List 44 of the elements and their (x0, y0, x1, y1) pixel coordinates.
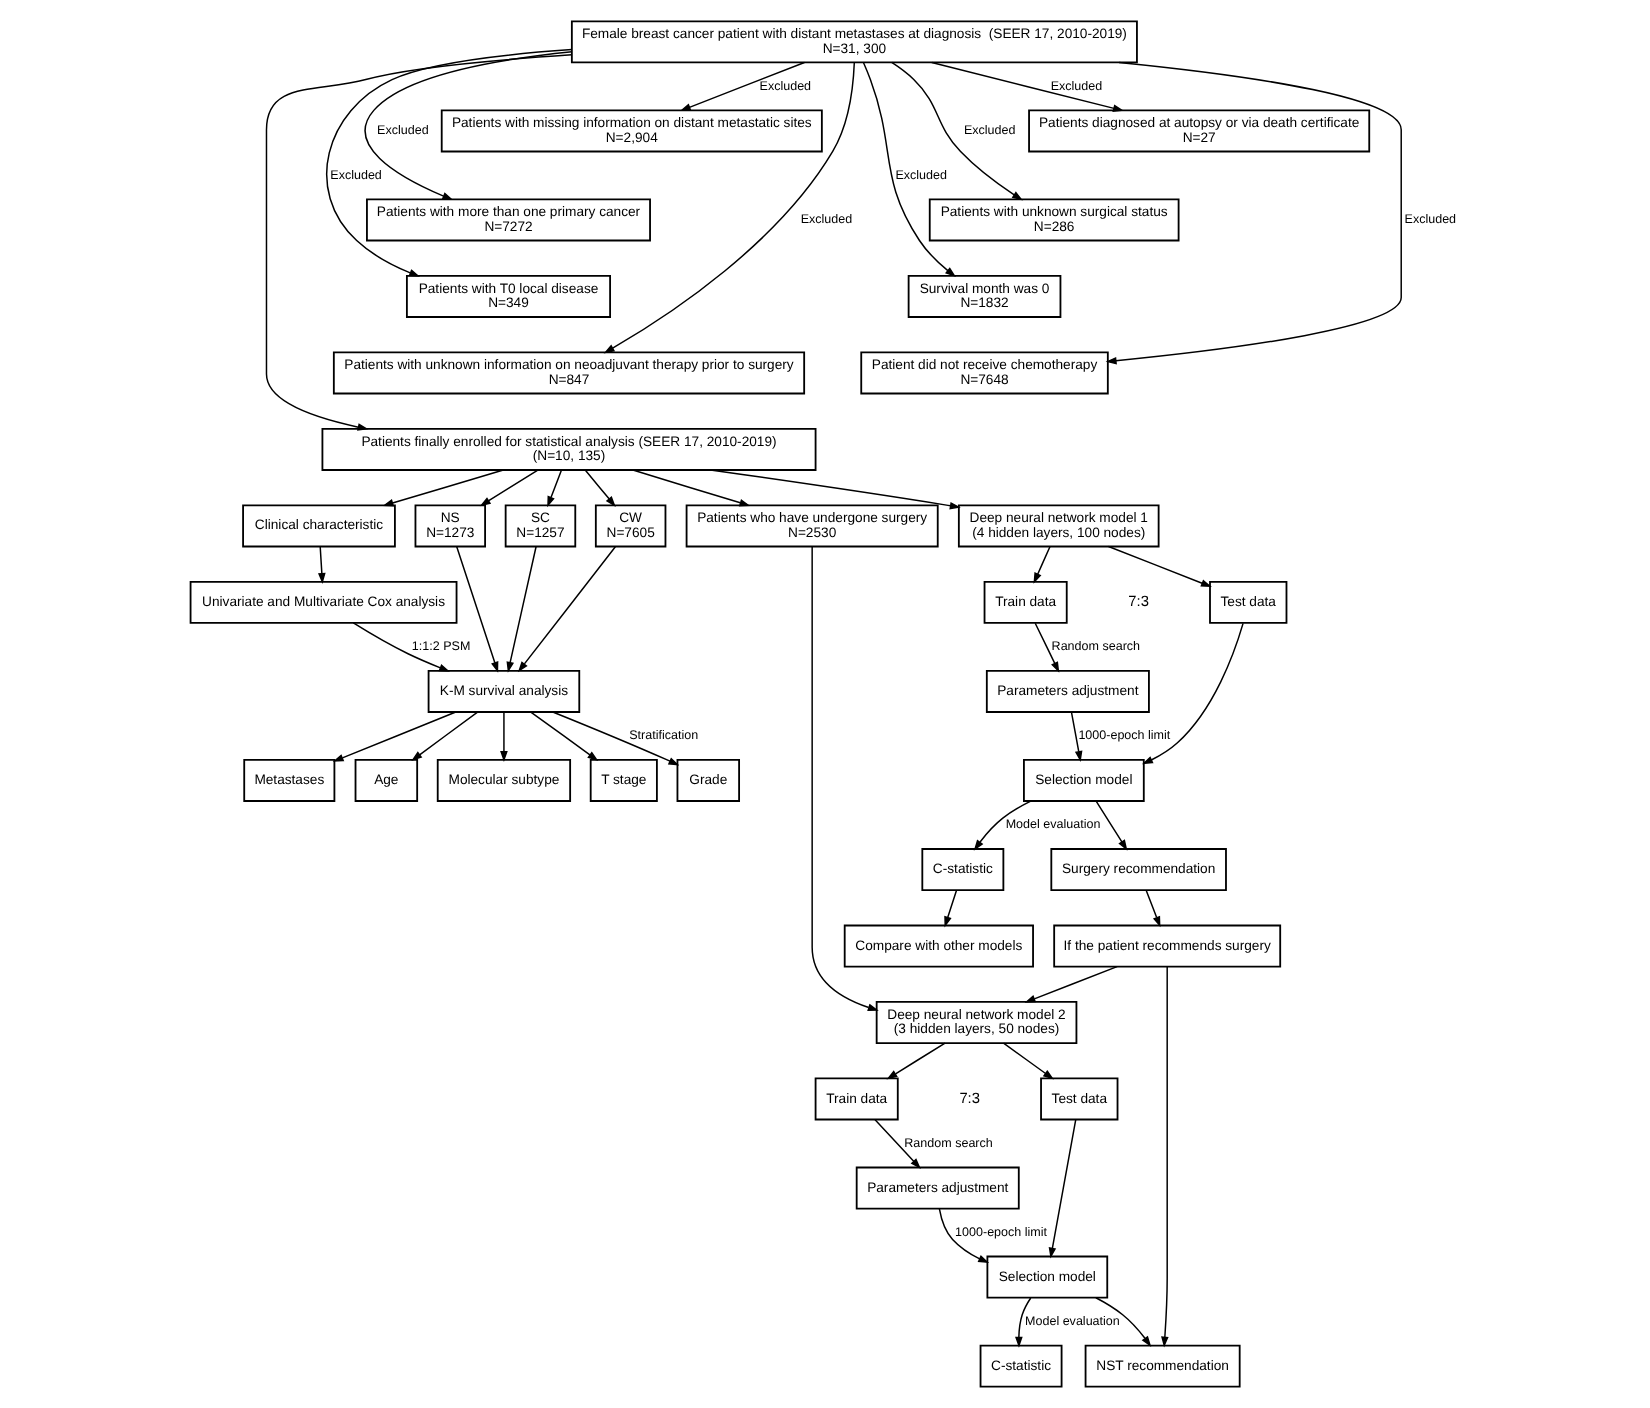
arrow (1015, 1297, 1032, 1348)
arrow (517, 546, 617, 673)
arrow (332, 711, 457, 762)
arrow (886, 1042, 946, 1080)
arrow (1070, 711, 1083, 762)
arrow (874, 1119, 921, 1169)
arrow (382, 469, 505, 507)
arrow (1161, 965, 1169, 1348)
arrow (1024, 965, 1118, 1003)
arrow (1095, 1297, 1152, 1347)
arrow (552, 711, 680, 766)
arrow (944, 889, 958, 928)
arrow (1107, 545, 1212, 588)
arrow (811, 545, 879, 1011)
arrow (973, 800, 1032, 851)
arrow (862, 61, 956, 278)
arrow (632, 469, 751, 507)
arrow (352, 622, 451, 672)
arrow (1141, 622, 1244, 765)
arrow (938, 1208, 990, 1264)
arrow (500, 711, 508, 762)
arrow (931, 61, 1124, 112)
arrow (1033, 545, 1051, 584)
arrow (326, 48, 573, 277)
arrow (1105, 61, 1402, 365)
arrow (547, 469, 563, 508)
arrow (1048, 1118, 1077, 1259)
arrow (1095, 800, 1128, 851)
arrow (709, 469, 961, 510)
arrow (603, 62, 856, 354)
arrow (1002, 1042, 1054, 1080)
arrow (1145, 889, 1161, 928)
arrow (506, 546, 537, 673)
arrow (479, 469, 539, 507)
arrow (1034, 622, 1060, 673)
arrow (584, 469, 616, 507)
arrow (411, 711, 479, 761)
arrow (364, 50, 573, 201)
arrow (456, 546, 499, 673)
arrow (890, 61, 1023, 201)
arrow (679, 61, 806, 112)
arrow (318, 545, 326, 584)
arrow (530, 711, 599, 761)
arrow (265, 54, 573, 431)
